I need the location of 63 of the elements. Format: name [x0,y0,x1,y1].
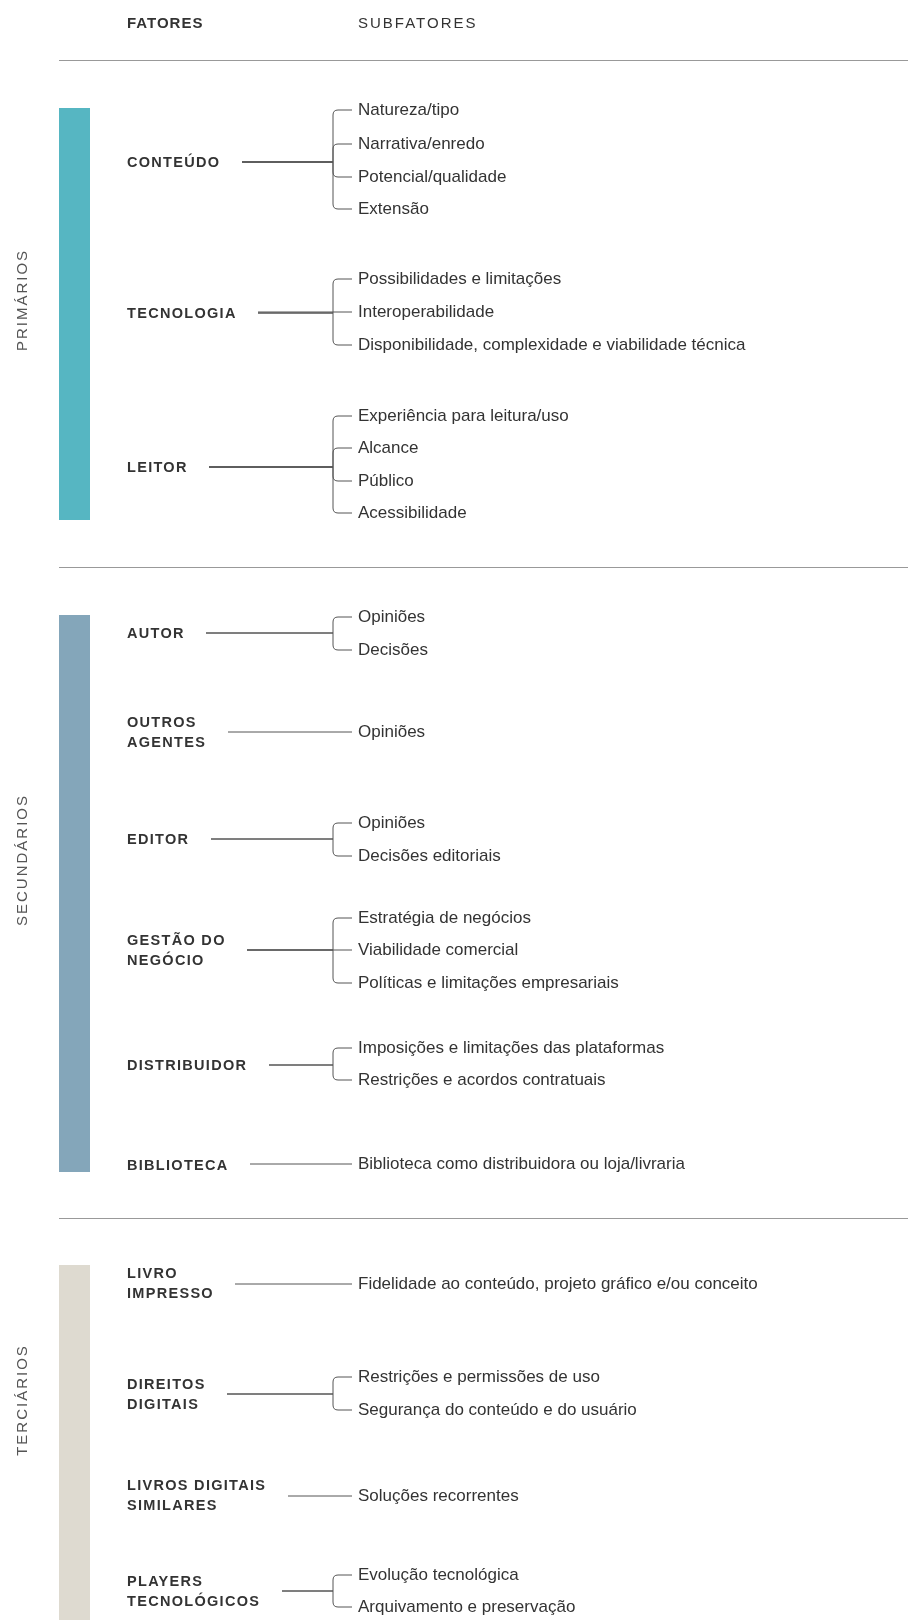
subfactor-label: Narrativa/enredo [352,134,485,154]
connector-line [241,161,353,210]
subfactor-label: Políticas e limitações empresariais [352,973,619,993]
group-bar [59,108,90,520]
subfactor-label: Restrições e permissões de uso [352,1367,600,1387]
subfactor-label: Restrições e acordos contratuais [352,1070,606,1090]
connector-line [268,1064,353,1081]
subfactor-label: Viabilidade comercial [352,940,519,960]
subfactor-label: Potencial/qualidade [352,167,507,187]
connector-line [210,838,353,857]
subfactor-label: Segurança do conteúdo e do usuário [352,1400,637,1420]
connector-line [234,1283,353,1285]
subfactor-label: Acessibilidade [352,503,467,523]
subfactor-label: Arquivamento e preservação [352,1597,576,1617]
factor-label: TECNOLOGIA [127,302,258,324]
subfactor-label: Experiência para leitura/uso [352,406,569,426]
factor-label: AUTOR [127,622,206,644]
subfactor-label: Decisões [352,640,428,660]
connector-line [257,311,353,313]
factor-label: LIVRO IMPRESSO [127,1262,235,1304]
subfactor-label: Biblioteca como distribuidora ou loja/livraria [352,1154,685,1174]
subfactor-label: Decisões editoriais [352,846,501,866]
subfactor-label: Público [352,471,414,491]
subfactor-label: Evolução tecnológica [352,1565,519,1585]
connector-line [246,949,353,984]
connector-line [281,1590,353,1608]
factor-label: CONTEÚDO [127,151,242,173]
subfactor-label: Opiniões [352,722,426,742]
connector-line [257,312,353,346]
connector-line [249,1163,353,1165]
factor-label: DISTRIBUIDOR [127,1054,269,1076]
connector-line [208,466,353,514]
group-label: SECUNDÁRIOS [12,794,30,926]
factor-label: OUTROS AGENTES [127,711,228,753]
factor-label: DIREITOS DIGITAIS [127,1373,227,1415]
subfactor-label: Interoperabilidade [352,302,495,322]
subfactor-label: Fidelidade ao conteúdo, projeto gráfico e/ou conceito [352,1274,758,1294]
subfactor-label: Estratégia de negócios [352,908,531,928]
group-label: TERCIÁRIOS [12,1344,30,1456]
subfactor-label: Opiniões [352,607,426,627]
factor-label: GESTÃO DO NEGÓCIO [127,929,247,971]
group-bar [59,1265,90,1620]
factor-label: PLAYERS TECNOLÓGICOS [127,1570,282,1612]
column-heading: SUBFATORES [358,14,478,31]
factor-label: LIVROS DIGITAIS SIMILARES [127,1474,288,1516]
subfactor-label: Possibilidades e limitações [352,269,562,289]
connector-line [227,731,353,733]
connector-line [287,1495,353,1497]
subfactor-label: Soluções recorrentes [352,1486,519,1506]
factor-label: BIBLIOTECA [127,1154,250,1176]
subfactor-label: Imposições e limitações das plataformas [352,1038,665,1058]
subfactor-label: Natureza/tipo [352,100,460,120]
factor-label: LEITOR [127,456,209,478]
column-heading: FATORES [127,14,204,31]
subfactor-label: Extensão [352,199,429,219]
group-bar [59,615,90,1172]
connector-line [205,632,353,651]
connector-line [226,1393,353,1411]
subfactor-label: Alcance [352,438,419,458]
subfactor-label: Opiniões [352,813,426,833]
subfactor-label: Disponibilidade, complexidade e viabilidade técnica [352,335,746,355]
group-label: PRIMÁRIOS [12,248,30,352]
factor-label: EDITOR [127,828,211,850]
